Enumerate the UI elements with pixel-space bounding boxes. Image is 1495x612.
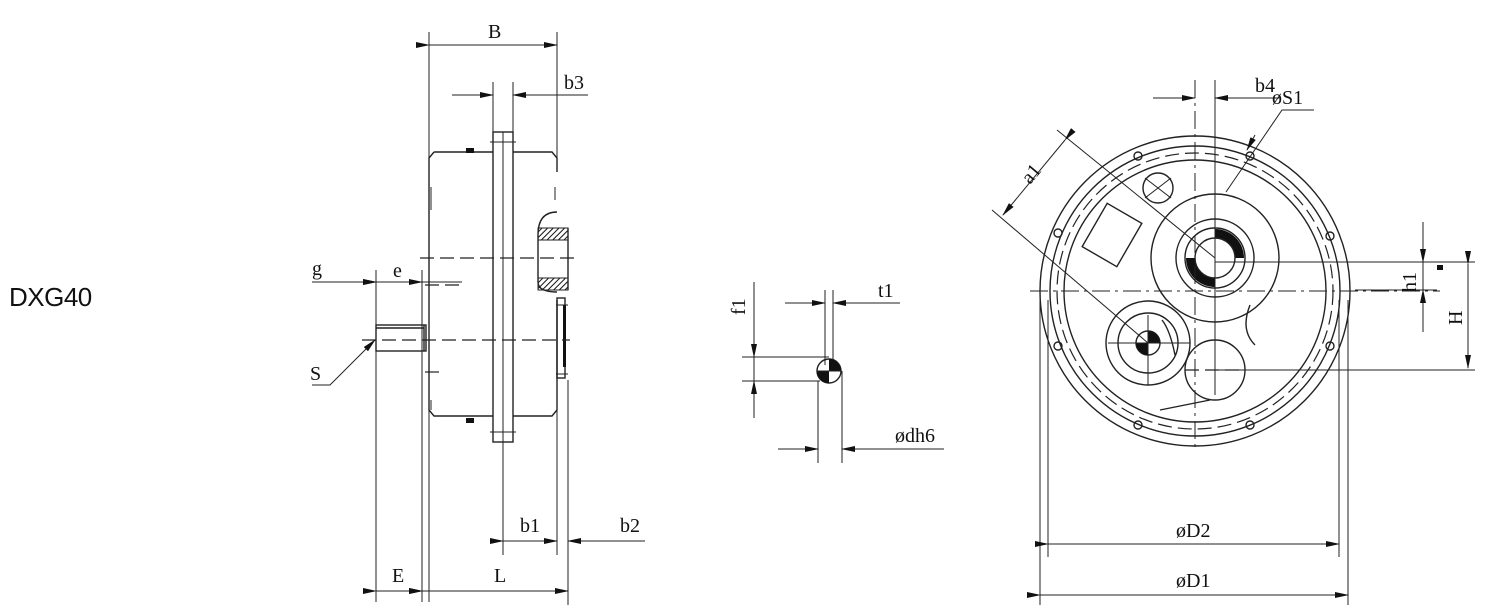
bolt-holes [1053, 151, 1335, 430]
dim-D1: øD1 [1176, 570, 1210, 592]
dim-b4: b4 [1255, 75, 1275, 97]
dim-dh6: ødh6 [895, 425, 935, 447]
dim-g: g [312, 258, 322, 280]
dim-b3: b3 [564, 72, 584, 94]
dim-e: e [393, 260, 402, 282]
dim-a1: a1 [1017, 160, 1046, 189]
dim-B: B [488, 21, 501, 43]
dim-h1: h1 [1399, 272, 1421, 292]
dim-E: E [392, 565, 404, 587]
dim-S: S [310, 363, 321, 385]
dim-H: H [1445, 311, 1467, 325]
side-view: B b3 [310, 21, 645, 605]
dim-b1: b1 [520, 515, 540, 537]
front-view: b4 øS1 a1 h1 H øD2 øD1 [991, 75, 1475, 605]
dim-f1: f1 [728, 298, 750, 315]
dim-L: L [494, 565, 506, 587]
dim-t1: t1 [878, 280, 894, 302]
dim-D2: øD2 [1176, 520, 1210, 542]
dim-b2: b2 [620, 515, 640, 537]
shaft-section-view: t1 f1 ødh6 [728, 280, 944, 463]
model-label: DXG40 [9, 282, 92, 312]
dim-S1: øS1 [1272, 87, 1303, 109]
